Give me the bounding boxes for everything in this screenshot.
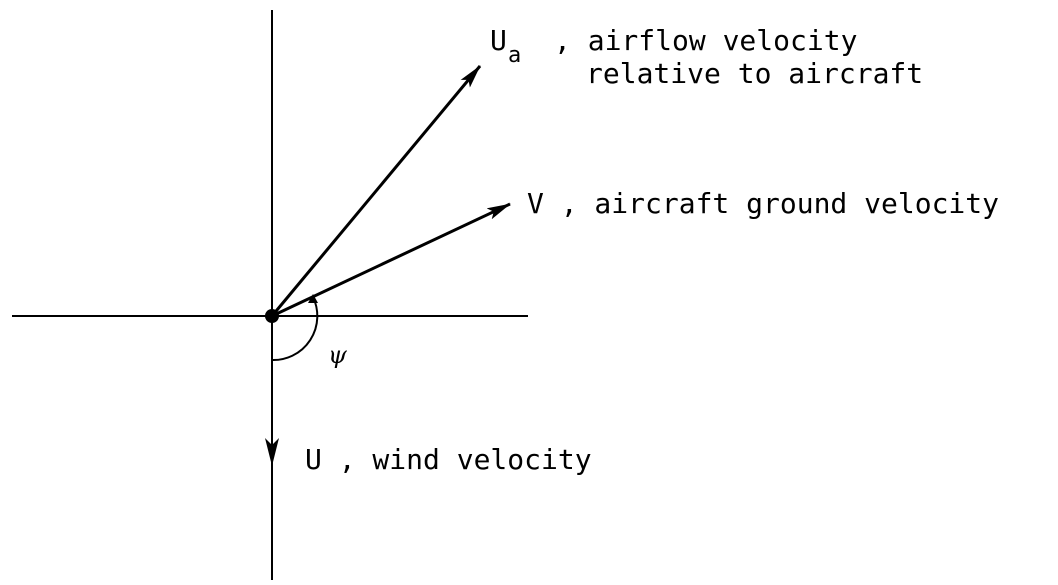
ua-label-line2: relative to aircraft: [586, 57, 923, 90]
airflow-velocity-vector: [270, 65, 482, 317]
wind-velocity-arrowhead: [265, 438, 279, 466]
ua-subscript: a: [508, 43, 521, 68]
v-label: V , aircraft ground velocity: [527, 187, 999, 220]
psi-arc-arrowhead: [308, 294, 318, 303]
ground-velocity-vector: [271, 202, 511, 318]
u-label: U , wind velocity: [305, 443, 592, 476]
ua-symbol: U: [490, 24, 507, 57]
origin-point: [265, 309, 279, 323]
psi-angle-arc: [271, 296, 319, 362]
ua-label-line1: , airflow velocity: [554, 24, 857, 57]
psi-label: ψ: [328, 341, 348, 369]
